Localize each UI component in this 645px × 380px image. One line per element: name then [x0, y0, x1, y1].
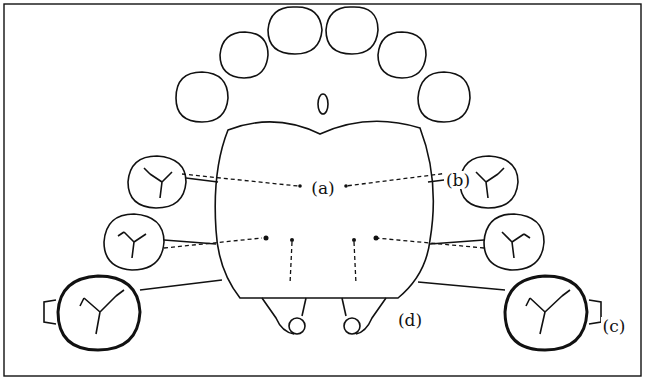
callout-label: (d)	[396, 311, 424, 330]
callout-label: (b)	[444, 171, 472, 190]
callout-label: (a)	[309, 179, 336, 198]
callout-label: (c)	[601, 317, 628, 336]
